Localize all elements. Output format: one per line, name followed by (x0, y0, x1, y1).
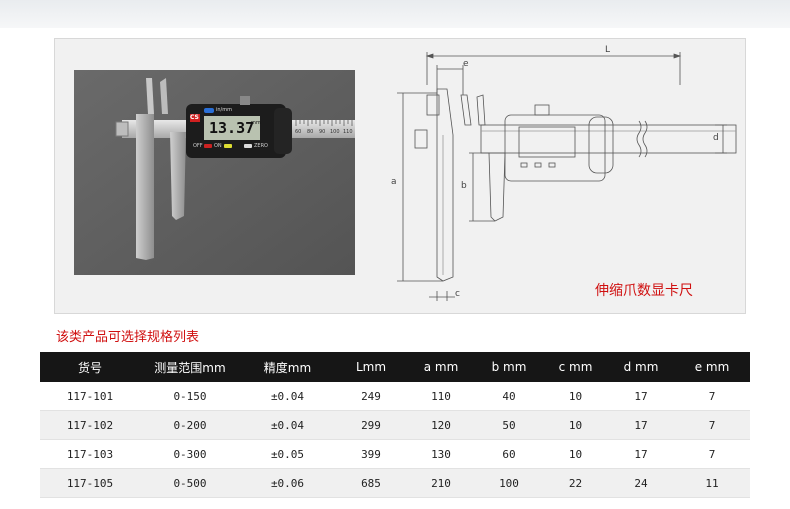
lcd-unit: mm (251, 120, 261, 126)
table-cell: 399 (335, 439, 407, 469)
product-caption: 伸缩爪数显卡尺 (595, 283, 693, 299)
table-row: 117-102 0-200 ±0.04 299 120 50 10 17 7 (40, 410, 750, 440)
table-cell: 0-150 (140, 382, 240, 411)
scale-number: 110 (343, 129, 353, 135)
technical-drawing: L e a b c d (385, 45, 740, 307)
table-cell: 60 (475, 439, 543, 469)
table-cell: 110 (407, 382, 475, 411)
zero-button (244, 144, 252, 148)
table-cell: 685 (335, 468, 407, 498)
table-cell: 249 (335, 382, 407, 411)
table-cell: 17 (608, 410, 674, 440)
table-cell: 24 (608, 468, 674, 498)
table-cell: 117-102 (40, 410, 140, 440)
table-cell: 117-105 (40, 468, 140, 498)
column-header: 测量范围mm (140, 352, 240, 382)
table-cell: 0-200 (140, 410, 240, 440)
on-button-label: ON (214, 143, 222, 149)
unit-toggle-label: in/mm (216, 107, 232, 113)
spec-table: 货号 测量范围mm 精度mm Lmm a mm b mm c mm d mm e… (40, 352, 750, 498)
column-header: c mm (543, 352, 608, 382)
table-cell: ±0.04 (240, 382, 335, 411)
table-cell: ±0.06 (240, 468, 335, 498)
table-cell: 7 (674, 410, 750, 440)
table-header-row: 货号 测量范围mm 精度mm Lmm a mm b mm c mm d mm e… (40, 352, 750, 382)
table-cell: 10 (543, 382, 608, 411)
table-cell: 117-101 (40, 382, 140, 411)
table-cell: 7 (674, 439, 750, 469)
spec-list-title: 该类产品可选择规格列表 (56, 330, 200, 345)
sliding-jaw (170, 132, 186, 220)
scale-number: 60 (295, 129, 302, 135)
scale-number: 100 (330, 129, 340, 135)
top-banner (0, 0, 790, 28)
product-figure-panel: 13.37 mm in/mm CS OFF ON ZERO 60 80 90 1… (54, 38, 746, 314)
lcd-reading: 13.37 (209, 119, 255, 137)
table-cell: 0-300 (140, 439, 240, 469)
dimension-label-a: a (391, 177, 397, 187)
column-header: 货号 (40, 352, 140, 382)
column-header: a mm (407, 352, 475, 382)
table-cell: 11 (674, 468, 750, 498)
table-cell: ±0.04 (240, 410, 335, 440)
off-button (204, 144, 212, 148)
column-header: Lmm (335, 352, 407, 382)
column-header: d mm (608, 352, 674, 382)
zero-button-label: ZERO (254, 143, 268, 149)
scale-number: 80 (307, 129, 314, 135)
table-cell: 10 (543, 439, 608, 469)
off-button-label: OFF (193, 143, 203, 149)
table-cell: 10 (543, 410, 608, 440)
table-cell: 50 (475, 410, 543, 440)
table-cell: 120 (407, 410, 475, 440)
table-cell: 130 (407, 439, 475, 469)
caliper-photo: 13.37 mm in/mm CS OFF ON ZERO 60 80 90 1… (74, 70, 355, 275)
dimension-label-e: e (463, 59, 469, 69)
unit-toggle-button (204, 108, 214, 113)
dimension-label-b: b (461, 181, 467, 191)
table-cell: ±0.05 (240, 439, 335, 469)
brand-mark: CS (190, 114, 199, 121)
table-cell: 22 (543, 468, 608, 498)
table-cell: 0-500 (140, 468, 240, 498)
fixed-jaw (136, 114, 154, 260)
lcd-screen (204, 116, 260, 140)
caliper-photo-illustration (74, 70, 355, 275)
table-row: 117-105 0-500 ±0.06 685 210 100 22 24 11 (40, 468, 750, 498)
column-header: 精度mm (240, 352, 335, 382)
column-header: e mm (674, 352, 750, 382)
table-cell: 100 (475, 468, 543, 498)
dimension-label-L: L (605, 45, 611, 55)
table-cell: 7 (674, 382, 750, 411)
table-cell: 299 (335, 410, 407, 440)
scale-number: 90 (319, 129, 326, 135)
table-cell: 40 (475, 382, 543, 411)
on-button (224, 144, 232, 148)
table-cell: 117-103 (40, 439, 140, 469)
dimension-label-d: d (713, 133, 719, 143)
dimension-drawing (397, 52, 737, 301)
table-row: 117-103 0-300 ±0.05 399 130 60 10 17 7 (40, 439, 750, 469)
column-header: b mm (475, 352, 543, 382)
table-cell: 17 (608, 382, 674, 411)
table-cell: 210 (407, 468, 475, 498)
table-row: 117-101 0-150 ±0.04 249 110 40 10 17 7 (40, 382, 750, 411)
dimension-label-c: c (455, 289, 460, 299)
table-cell: 17 (608, 439, 674, 469)
